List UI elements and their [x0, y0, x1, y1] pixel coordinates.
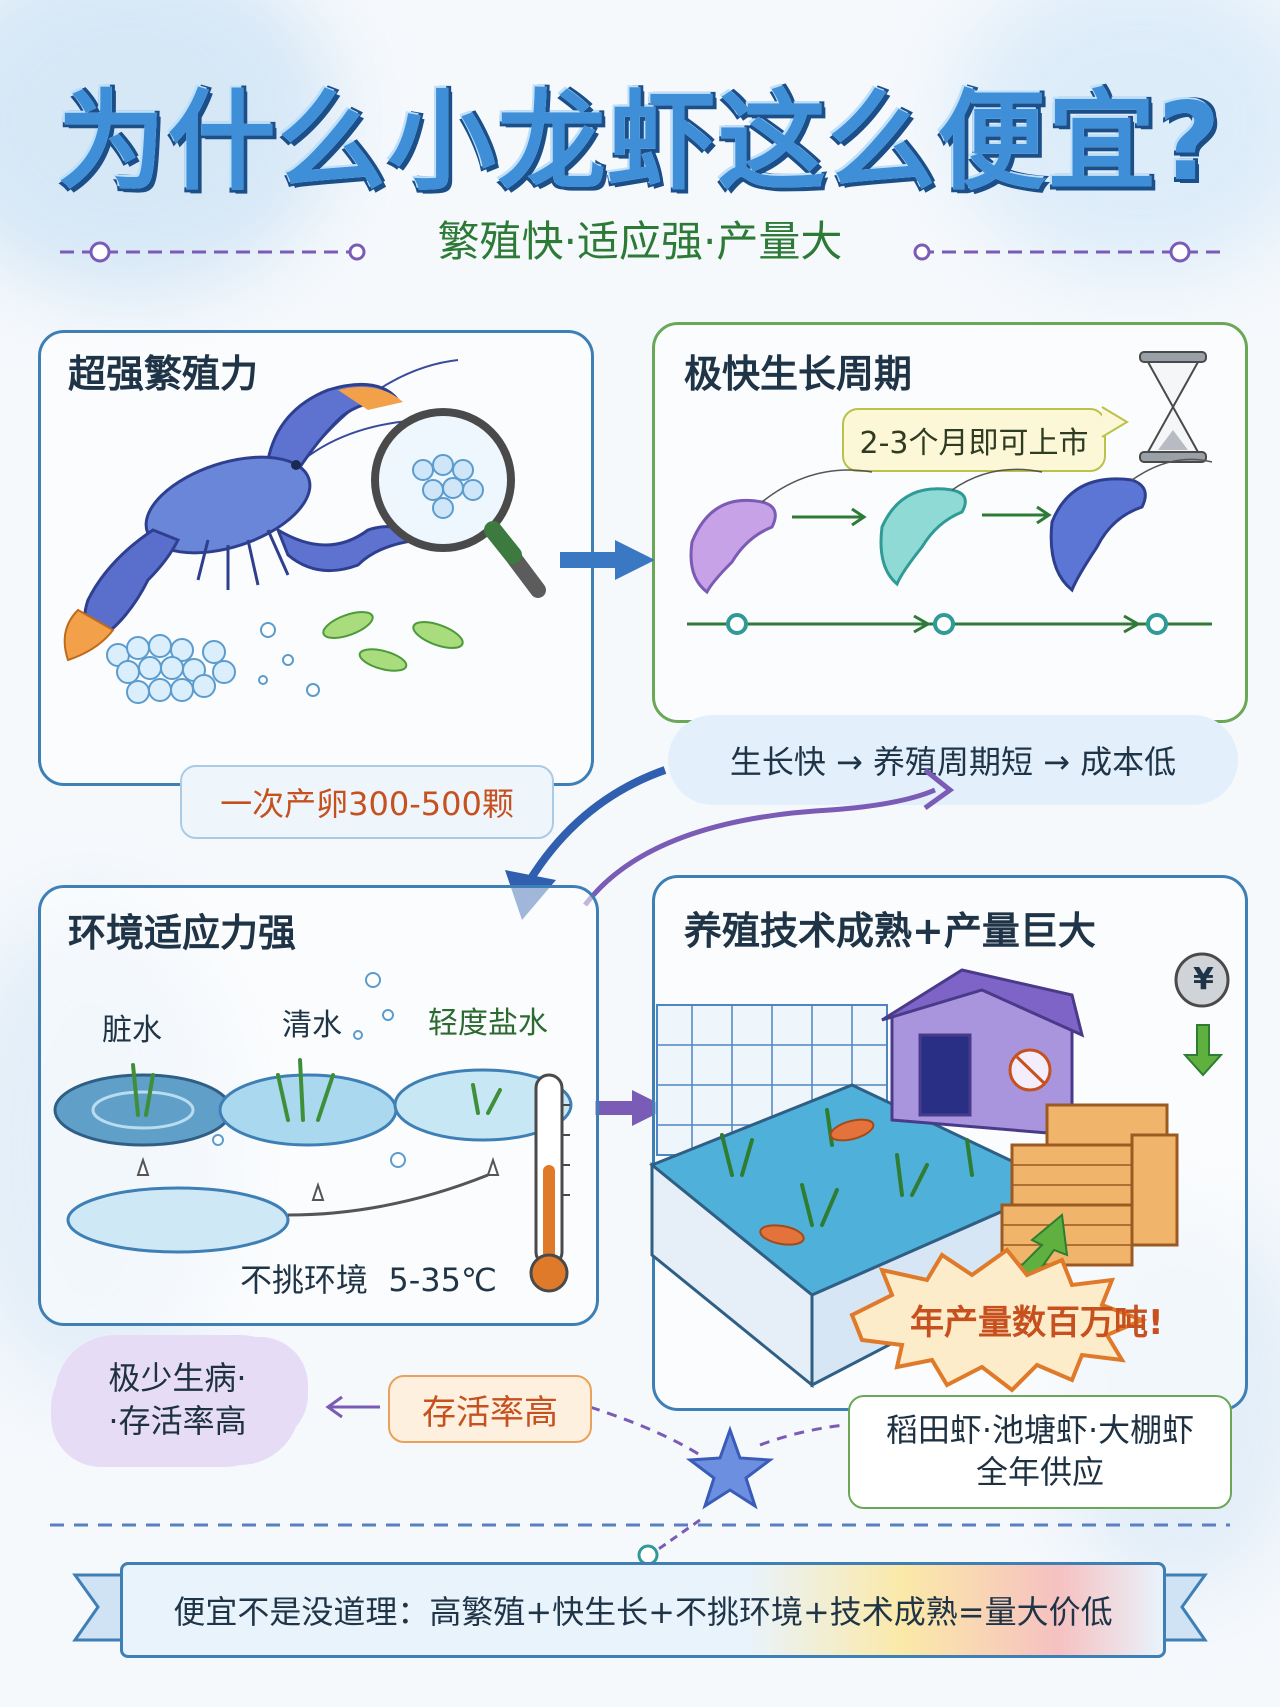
page-title: 为什么小龙虾这么便宜?: [57, 80, 1223, 205]
health-cloud-line2: ·存活率高: [108, 1402, 247, 1440]
survival-tag: 存活率高: [388, 1375, 592, 1443]
farm-illustration: [649, 952, 1230, 1393]
water-type-dirty: 脏水: [102, 1013, 162, 1048]
crayfish-illustration: [63, 359, 546, 704]
growth-summary-text: 生长快 → 养殖周期短 → 成本低: [729, 743, 1177, 781]
annual-yield-text: 年产量数百万吨!: [910, 1303, 1164, 1343]
star-icon: [685, 1425, 775, 1510]
health-cloud: 极少生病· ·存活率高: [55, 1335, 300, 1465]
hourglass-icon: [1139, 351, 1207, 463]
supply-box: 稻田虾·池塘虾·大棚虾 全年供应: [848, 1395, 1232, 1509]
supply-year-round-text: 全年供应: [975, 1453, 1104, 1491]
health-cloud-line1: 极少生病·: [108, 1358, 247, 1397]
subtitle-divider: [60, 241, 1220, 263]
survival-tag-text: 存活率高: [422, 1392, 558, 1433]
panel-growth-title: 极快生长周期: [684, 352, 913, 396]
yield-burst-shape: [849, 1247, 1148, 1393]
water-type-brackish: 轻度盐水: [428, 1006, 548, 1041]
panel-farming-title: 养殖技术成熟+产量巨大: [684, 909, 1096, 953]
footer-text: 便宜不是没道理：高繁殖+快生长+不挑环境+技术成熟=量大价低: [173, 1593, 1113, 1631]
panel-environment-title: 环境适应力强: [68, 911, 297, 955]
market-time-text: 2-3个月即可上市: [859, 426, 1089, 461]
egg-count-tag: 一次产卵300-500颗: [180, 765, 554, 839]
subtitle: 繁殖快·适应强·产量大: [437, 217, 843, 266]
coin-symbol: ¥: [1193, 962, 1214, 997]
panel-reproduction-title: 超强繁殖力: [68, 352, 259, 396]
water-type-clean: 清水: [282, 1008, 342, 1043]
growth-illustration: [687, 351, 1213, 635]
footer-banner: 便宜不是没道理：高繁殖+快生长+不挑环境+技术成熟=量大价低: [120, 1562, 1166, 1658]
supply-types-text: 稻田虾·池塘虾·大棚虾: [885, 1411, 1195, 1450]
water-ponds-illustration: [53, 972, 573, 1293]
market-time-callout: 2-3个月即可上市: [842, 408, 1106, 472]
egg-count-text: 一次产卵300-500颗: [220, 785, 514, 823]
thermometer-icon: [529, 1073, 570, 1293]
temperature-range: 不挑环境 5-35℃: [240, 1261, 497, 1299]
